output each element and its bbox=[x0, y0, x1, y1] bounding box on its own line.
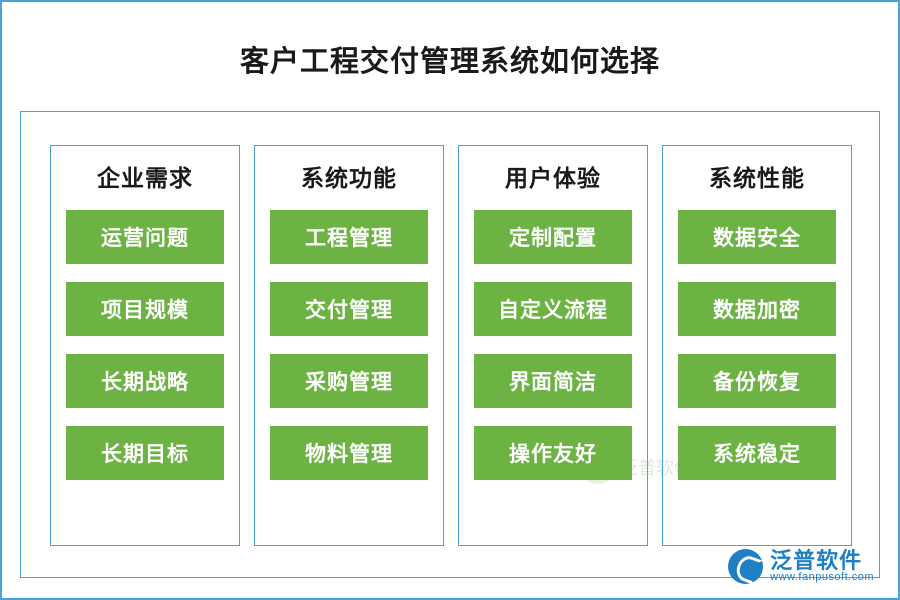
item-card[interactable]: 采购管理 bbox=[270, 354, 428, 408]
item-card[interactable]: 项目规模 bbox=[66, 282, 224, 336]
item-card[interactable]: 长期目标 bbox=[66, 426, 224, 480]
item-card[interactable]: 界面简洁 bbox=[474, 354, 632, 408]
item-card[interactable]: 长期战略 bbox=[66, 354, 224, 408]
brand-logo-text: 泛普软件 www.fanpusoft.com bbox=[770, 549, 874, 584]
page-title: 客户工程交付管理系统如何选择 bbox=[239, 46, 660, 78]
column-heading: 用户体验 bbox=[505, 165, 601, 191]
item-card[interactable]: 定制配置 bbox=[474, 210, 632, 264]
item-card[interactable]: 工程管理 bbox=[270, 210, 428, 264]
column-heading: 企业需求 bbox=[97, 165, 193, 191]
item-card[interactable]: 交付管理 bbox=[270, 282, 428, 336]
brand-logo: 泛普软件 www.fanpusoft.com bbox=[728, 549, 874, 584]
item-card[interactable]: 运营问题 bbox=[66, 210, 224, 264]
column-user-experience: 用户体验 定制配置 自定义流程 界面简洁 操作友好 bbox=[458, 145, 648, 546]
column-system-performance: 系统性能 数据安全 数据加密 备份恢复 系统稳定 bbox=[662, 145, 852, 546]
brand-name-cn: 泛普软件 bbox=[770, 548, 863, 574]
item-card[interactable]: 备份恢复 bbox=[678, 354, 836, 408]
column-system-functions: 系统功能 工程管理 交付管理 采购管理 物料管理 bbox=[254, 145, 444, 546]
item-card[interactable]: 操作友好 bbox=[474, 426, 632, 480]
columns-container: 企业需求 运营问题 项目规模 长期战略 长期目标 系统功能 工程管理 交付管理 … bbox=[21, 112, 881, 579]
column-heading: 系统功能 bbox=[301, 165, 397, 191]
column-heading: 系统性能 bbox=[709, 165, 805, 191]
item-card[interactable]: 数据加密 bbox=[678, 282, 836, 336]
item-card[interactable]: 系统稳定 bbox=[678, 426, 836, 480]
item-card[interactable]: 自定义流程 bbox=[474, 282, 632, 336]
column-enterprise-needs: 企业需求 运营问题 项目规模 长期战略 长期目标 bbox=[50, 145, 240, 546]
fanpu-logo-icon bbox=[728, 549, 764, 584]
diagram-frame: 泛普软件 企业需求 运营问题 项目规模 长期战略 长期目标 系统功能 工程管理 … bbox=[20, 111, 880, 578]
item-card[interactable]: 物料管理 bbox=[270, 426, 428, 480]
brand-url: www.fanpusoft.com bbox=[770, 571, 874, 584]
item-card[interactable]: 数据安全 bbox=[678, 210, 836, 264]
